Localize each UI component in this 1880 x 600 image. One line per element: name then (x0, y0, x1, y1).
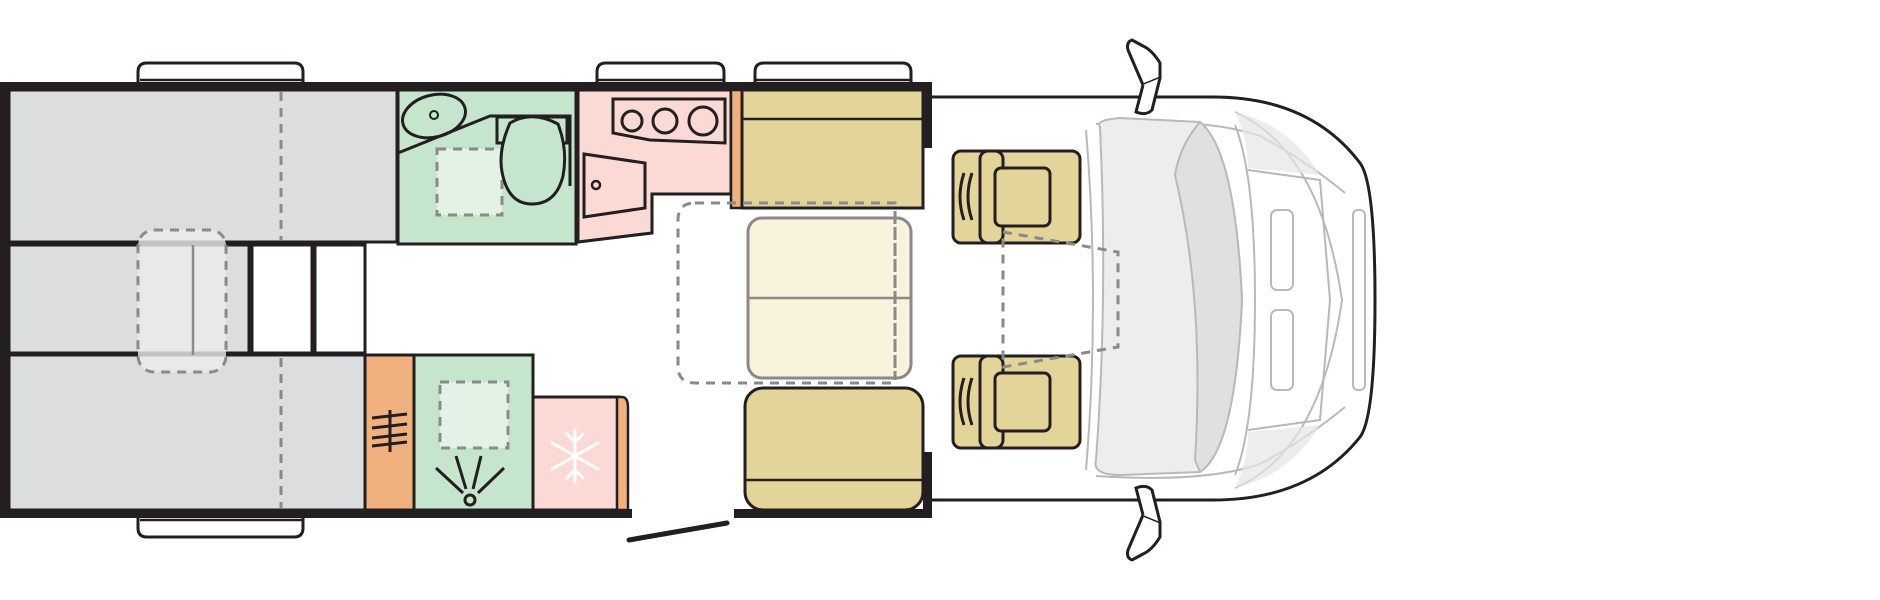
seat-rotation-outline (1001, 230, 1120, 369)
rear-bed-lower (7, 353, 367, 512)
kitchen-end-panel (729, 88, 744, 210)
rear-access-step (136, 228, 228, 374)
wall-cab-top (923, 82, 932, 148)
dashboard (1085, 116, 1244, 477)
swivel-seat-icon (951, 354, 1082, 450)
bed-extension-slat-2 (313, 243, 367, 355)
rear-bed-upper (7, 88, 399, 244)
window-rear-bottom (136, 512, 305, 539)
shower-tray (438, 380, 510, 450)
wall-top (0, 82, 932, 91)
shower-icon (434, 455, 506, 507)
window-dinette-top (753, 61, 913, 88)
fridge-side-panel (615, 395, 630, 512)
window-rear-top (136, 61, 305, 88)
swivel-seat-icon (951, 149, 1082, 245)
wall-bottom-rear (0, 509, 632, 518)
bed-extension-slat-1 (250, 243, 314, 355)
toilet-icon (495, 115, 569, 206)
wall-cab-bottom (923, 452, 932, 518)
wall-bottom-front (734, 509, 932, 518)
dinette-bench-top (740, 88, 925, 210)
mirror-right (1126, 484, 1162, 562)
hob-icon (611, 97, 727, 145)
dinette-bench-bottom (743, 386, 925, 512)
entrance-door (626, 520, 730, 543)
heater-icon (371, 410, 408, 452)
sink-icon (582, 152, 647, 219)
wall-rear (0, 82, 9, 518)
washroom-floor-tray (435, 147, 504, 217)
table-extension-outline (676, 201, 897, 385)
snowflake-icon (550, 428, 600, 484)
mirror-left (1126, 38, 1162, 116)
wardrobe (363, 353, 416, 512)
window-washroom-top (595, 61, 726, 88)
